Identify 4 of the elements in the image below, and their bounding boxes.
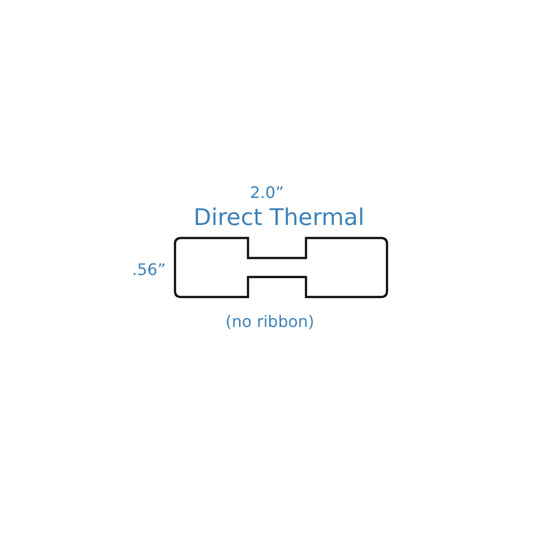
dimension-label: .56” — [132, 262, 166, 278]
dimension-label: 2.0” — [250, 185, 284, 201]
label-title: Direct Thermal — [194, 207, 364, 230]
label-note: (no ribbon) — [226, 314, 314, 330]
